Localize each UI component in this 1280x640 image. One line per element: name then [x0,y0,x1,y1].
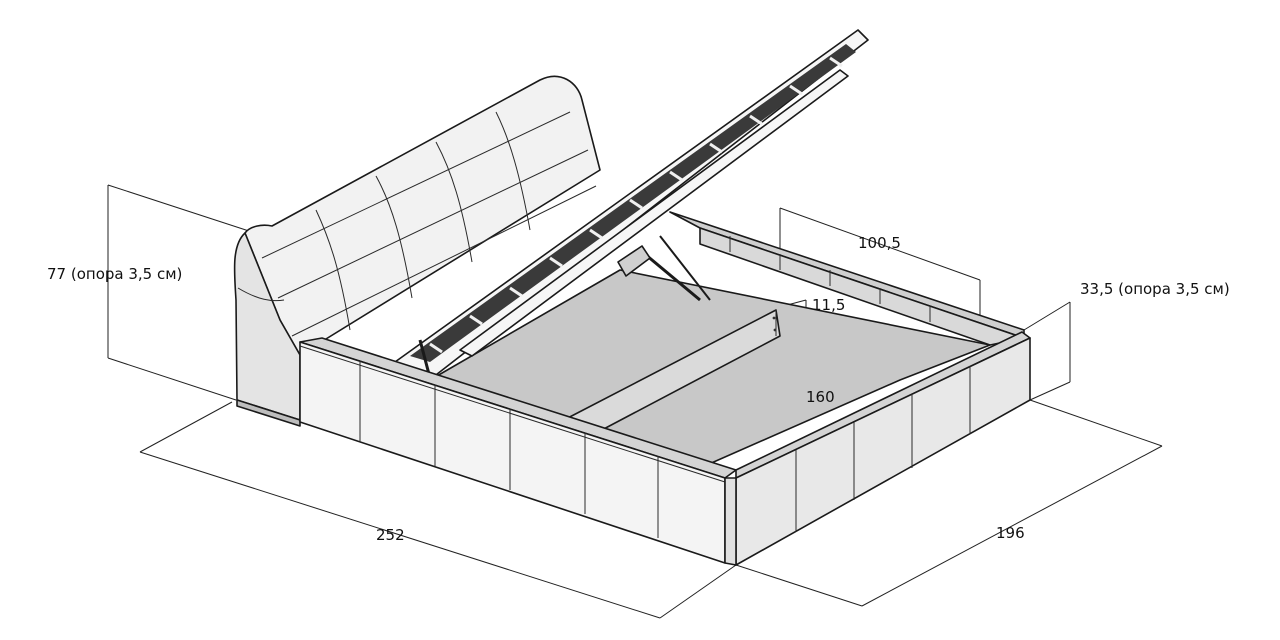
label-height-frame: 33,5 (опора 3,5 см) [1080,280,1230,298]
height-total-ext-bottom [107,357,237,401]
lift-mechanism [617,245,651,277]
width-ext-right [1029,399,1163,447]
width-ext-left [735,564,863,607]
width-line [861,445,1163,607]
height-frame-ext-top [1023,301,1071,331]
label-storage-width: 160 [806,388,835,406]
slat-gaps [429,56,843,354]
label-height-total: 77 (опора 3,5 см) [47,265,182,283]
label-board-height: 11,5 [812,296,845,314]
lifting-base [394,29,869,379]
corner-post [724,477,737,566]
height-frame-ext-bottom [1029,381,1071,401]
length-line [139,451,661,619]
label-storage-half: 100,5 [858,234,901,252]
label-length: 252 [376,526,405,544]
right-rail [724,331,1031,566]
headboard-face [244,75,601,356]
lift-center-rail [459,69,849,357]
dimension-labels: 77 (опора 3,5 см) 33,5 (опора 3,5 см) 25… [47,234,1230,544]
storage-half-line [779,207,981,281]
label-width: 196 [996,524,1025,542]
length-ext-left [139,401,233,453]
headboard-foot [236,399,301,427]
height-total-ext-top [107,184,253,233]
length-ext-right [659,564,737,619]
headboard [233,75,601,427]
